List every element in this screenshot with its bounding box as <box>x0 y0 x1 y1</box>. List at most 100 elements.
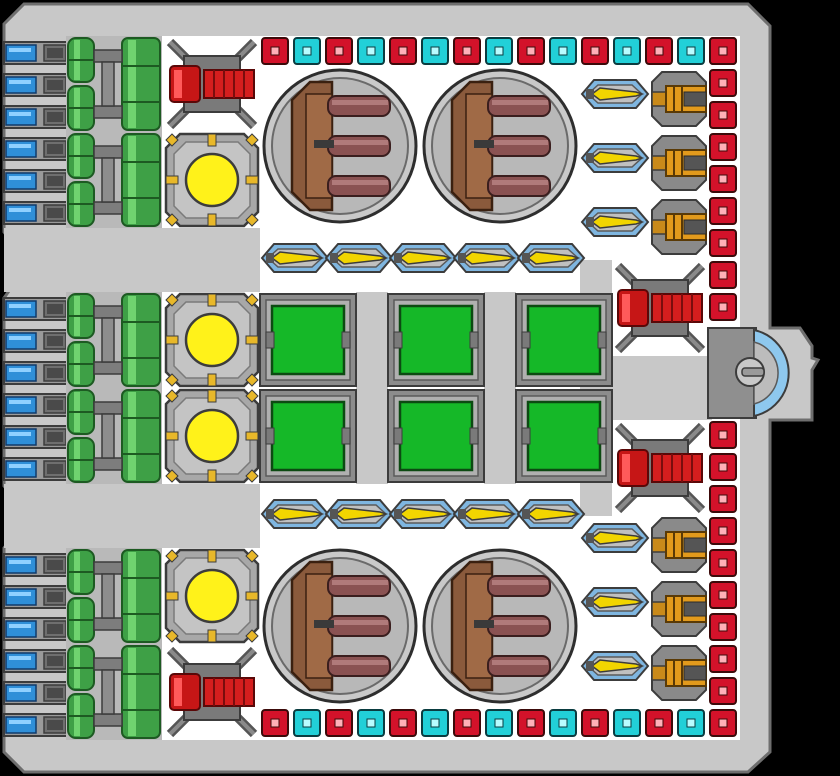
thruster-icon[interactable] <box>3 457 69 481</box>
thruster-icon[interactable] <box>3 617 69 641</box>
laser-icon[interactable] <box>389 243 457 273</box>
armor-block-icon[interactable] <box>389 37 417 65</box>
armor-block-icon[interactable] <box>389 709 417 737</box>
thruster-icon[interactable] <box>3 73 69 97</box>
armor-block-icon[interactable] <box>709 165 737 193</box>
laser-icon[interactable] <box>325 499 393 529</box>
thruster-icon[interactable] <box>3 649 69 673</box>
armor-block-icon[interactable] <box>357 709 385 737</box>
armor-block-icon[interactable] <box>645 37 673 65</box>
armor-block-icon[interactable] <box>517 37 545 65</box>
armor-block-icon[interactable] <box>709 421 737 449</box>
armor-block-icon[interactable] <box>709 293 737 321</box>
gatling-gun-icon[interactable] <box>651 71 707 127</box>
armor-block-icon[interactable] <box>709 581 737 609</box>
armor-block-icon[interactable] <box>709 197 737 225</box>
heavy-cannon-icon[interactable] <box>262 548 418 704</box>
armor-block-icon[interactable] <box>485 37 513 65</box>
armor-block-icon[interactable] <box>549 709 577 737</box>
thruster-icon[interactable] <box>3 329 69 353</box>
armor-block-icon[interactable] <box>709 485 737 513</box>
fuel-tank-icon[interactable] <box>65 291 163 389</box>
armor-block-icon[interactable] <box>453 37 481 65</box>
fuel-tank-icon[interactable] <box>65 35 163 133</box>
armor-block-icon[interactable] <box>549 37 577 65</box>
laser-icon[interactable] <box>261 243 329 273</box>
armor-block-icon[interactable] <box>613 37 641 65</box>
thruster-icon[interactable] <box>3 201 69 225</box>
armor-block-icon[interactable] <box>709 69 737 97</box>
laser-icon[interactable] <box>325 243 393 273</box>
laser-icon[interactable] <box>453 243 521 273</box>
armor-block-icon[interactable] <box>709 261 737 289</box>
heavy-cannon-icon[interactable] <box>422 548 578 704</box>
armor-block-icon[interactable] <box>517 709 545 737</box>
reactor-icon[interactable] <box>164 132 260 228</box>
armor-block-icon[interactable] <box>709 229 737 257</box>
cargo-bay-icon[interactable] <box>514 388 614 484</box>
armor-block-icon[interactable] <box>709 645 737 673</box>
heavy-cannon-icon[interactable] <box>422 68 578 224</box>
armor-block-icon[interactable] <box>261 709 289 737</box>
gatling-gun-icon[interactable] <box>651 517 707 573</box>
armor-block-icon[interactable] <box>709 517 737 545</box>
armor-block-icon[interactable] <box>293 709 321 737</box>
armor-block-icon[interactable] <box>709 37 737 65</box>
cargo-bay-icon[interactable] <box>258 292 358 388</box>
laser-icon[interactable] <box>581 523 649 553</box>
armor-block-icon[interactable] <box>613 709 641 737</box>
armor-block-icon[interactable] <box>709 101 737 129</box>
armor-block-icon[interactable] <box>709 613 737 641</box>
gatling-gun-icon[interactable] <box>651 135 707 191</box>
thruster-icon[interactable] <box>3 297 69 321</box>
gatling-gun-icon[interactable] <box>651 199 707 255</box>
thruster-icon[interactable] <box>3 393 69 417</box>
command-core-icon[interactable] <box>707 327 790 419</box>
reactor-icon[interactable] <box>164 548 260 644</box>
thruster-icon[interactable] <box>3 585 69 609</box>
thruster-icon[interactable] <box>3 169 69 193</box>
armor-block-icon[interactable] <box>357 37 385 65</box>
gatling-gun-icon[interactable] <box>651 645 707 701</box>
armor-block-icon[interactable] <box>709 677 737 705</box>
reactor-icon[interactable] <box>164 292 260 388</box>
armor-block-icon[interactable] <box>677 37 705 65</box>
armor-block-icon[interactable] <box>325 37 353 65</box>
laser-icon[interactable] <box>581 207 649 237</box>
laser-icon[interactable] <box>581 143 649 173</box>
laser-icon[interactable] <box>517 243 585 273</box>
armor-block-icon[interactable] <box>709 133 737 161</box>
laser-icon[interactable] <box>261 499 329 529</box>
armor-block-icon[interactable] <box>421 37 449 65</box>
thruster-icon[interactable] <box>3 137 69 161</box>
laser-icon[interactable] <box>581 79 649 109</box>
armor-block-icon[interactable] <box>325 709 353 737</box>
thruster-icon[interactable] <box>3 681 69 705</box>
cargo-bay-icon[interactable] <box>386 292 486 388</box>
armor-block-icon[interactable] <box>261 37 289 65</box>
heavy-cannon-icon[interactable] <box>262 68 418 224</box>
thruster-icon[interactable] <box>3 425 69 449</box>
thruster-icon[interactable] <box>3 41 69 65</box>
thruster-icon[interactable] <box>3 105 69 129</box>
armor-block-icon[interactable] <box>709 709 737 737</box>
fuel-tank-icon[interactable] <box>65 643 163 741</box>
armor-block-icon[interactable] <box>453 709 481 737</box>
thruster-icon[interactable] <box>3 553 69 577</box>
thruster-icon[interactable] <box>3 361 69 385</box>
armor-block-icon[interactable] <box>709 453 737 481</box>
armor-block-icon[interactable] <box>677 709 705 737</box>
armor-block-icon[interactable] <box>645 709 673 737</box>
laser-icon[interactable] <box>517 499 585 529</box>
armor-block-icon[interactable] <box>709 549 737 577</box>
thruster-icon[interactable] <box>3 713 69 737</box>
armor-block-icon[interactable] <box>421 709 449 737</box>
laser-icon[interactable] <box>389 499 457 529</box>
laser-icon[interactable] <box>453 499 521 529</box>
armor-block-icon[interactable] <box>293 37 321 65</box>
reactor-icon[interactable] <box>164 388 260 484</box>
armor-block-icon[interactable] <box>581 37 609 65</box>
fuel-tank-icon[interactable] <box>65 131 163 229</box>
fuel-tank-icon[interactable] <box>65 547 163 645</box>
fuel-tank-icon[interactable] <box>65 387 163 485</box>
